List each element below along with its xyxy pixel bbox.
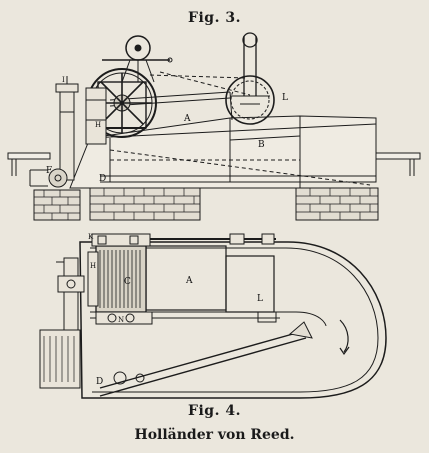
floor-beam-left (7, 152, 51, 176)
fig4-label-d: D (96, 377, 103, 387)
port-1 (113, 371, 127, 385)
vat-trough (69, 115, 377, 189)
foundation-right (295, 187, 379, 221)
lifting-wheel (225, 32, 275, 125)
roll-pedestal (85, 87, 107, 145)
lifting-box (225, 255, 275, 313)
foundation-middle (89, 187, 201, 221)
fig3-label-f: F (46, 166, 52, 176)
fig4-plan-view (39, 233, 387, 399)
fig3-caption: Fig. 3. (188, 10, 241, 26)
flow-arrow (339, 319, 349, 353)
fig3-label-a: A (183, 114, 191, 124)
fig4-label-h: H (90, 262, 96, 270)
fig3-label-i: I (62, 76, 65, 84)
foundation-left (33, 189, 81, 221)
port-2 (135, 373, 145, 383)
vat-outline (79, 241, 387, 399)
fig3-label-h: H (95, 121, 101, 129)
drive-belt (149, 74, 246, 79)
floor-beam-right (375, 152, 421, 176)
plan-standpipe (39, 257, 85, 389)
fig4-label-l: L (257, 294, 263, 304)
midfeather (90, 311, 327, 327)
roll-housing (87, 245, 147, 313)
figure-subtitle: Holländer von Reed. (134, 427, 295, 443)
backfall-lower (99, 337, 307, 397)
fig3-label-d: D (99, 174, 106, 184)
fig4-caption: Fig. 4. (188, 403, 241, 419)
fig4-label-a: A (185, 276, 193, 286)
fig3-label-b: B (258, 140, 265, 150)
bearing-blocks (91, 233, 153, 325)
pump (29, 168, 68, 188)
top-pulley (102, 35, 173, 83)
fig3-label-l: L (282, 93, 288, 103)
fig4-label-n: N (118, 316, 124, 324)
backfall-upper (99, 331, 301, 389)
standpipe (55, 76, 79, 181)
fig4-label-k: K (88, 233, 94, 241)
fig4-label-c: C (124, 277, 131, 287)
